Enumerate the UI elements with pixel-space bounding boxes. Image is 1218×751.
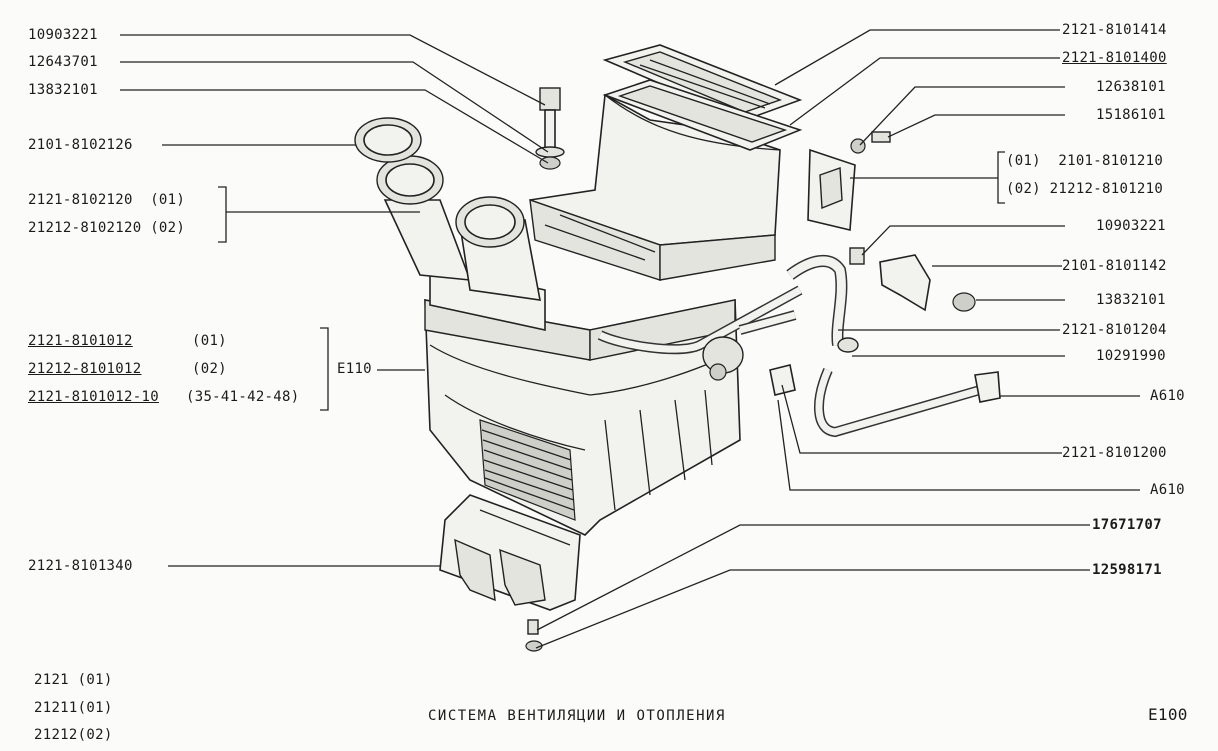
part-10903221-left: 10903221	[28, 27, 98, 43]
part-21212-8101210: (02) 21212-8101210	[1006, 181, 1164, 197]
leader-lines	[120, 29, 1140, 649]
part-21212-8101012: 21212-8101012	[28, 361, 142, 377]
part-2101-8102126: 2101-8102126	[28, 137, 133, 153]
part-21212-8102120: 21212-8102120 (02)	[28, 220, 186, 236]
part-12598171: 12598171	[1092, 562, 1162, 578]
part-2121-8101414: 2121-8101414	[1062, 22, 1167, 38]
part-a610-upper: A610	[1150, 388, 1185, 404]
page-title: СИСТЕМА ВЕНТИЛЯЦИИ И ОТОПЛЕНИЯ	[428, 708, 726, 724]
small-hardware	[807, 131, 976, 312]
page-code: E100	[1148, 705, 1188, 724]
part-2121-8101012-10: 2121-8101012-10	[28, 389, 159, 405]
part-10291990: 10291990	[1096, 348, 1166, 364]
model-21212: 21212(02)	[34, 727, 113, 743]
part-2121-8101400: 2121-8101400	[1062, 50, 1167, 66]
part-2121-8102120: 2121-8102120 (01)	[28, 192, 186, 208]
top-frames	[602, 44, 803, 151]
part-2121-8101340: 2121-8101340	[28, 558, 133, 574]
part-2101-8101210: (01) 2101-8101210	[1006, 153, 1164, 169]
part-a610-lower: A610	[1150, 482, 1185, 498]
part-15186101: 15186101	[1096, 107, 1166, 123]
valve-and-pipes	[597, 255, 1001, 438]
model-21211: 21211(01)	[34, 700, 113, 716]
model-2121: 2121 (01)	[34, 672, 113, 688]
part-12643701: 12643701	[28, 54, 98, 70]
group-code-e110: E110	[337, 361, 372, 377]
part-2121-8101012: 2121-8101012	[28, 333, 133, 349]
part-2121-8101204: 2121-8101204	[1062, 322, 1167, 338]
part-17671707: 17671707	[1092, 517, 1162, 533]
part-2101-8101142: 2101-8101142	[1062, 258, 1167, 274]
variant-02: (02)	[192, 361, 227, 377]
part-10903221-right: 10903221	[1096, 218, 1166, 234]
variant-01: (01)	[192, 333, 227, 349]
part-13832101-left: 13832101	[28, 82, 98, 98]
part-12638101: 12638101	[1096, 79, 1166, 95]
air-ducts	[354, 117, 546, 331]
lower-cover	[439, 494, 581, 652]
part-2121-8101200: 2121-8101200	[1062, 445, 1167, 461]
part-13832101-right: 13832101	[1096, 292, 1166, 308]
top-bolt	[535, 87, 565, 170]
variant-35-41-42-48: (35-41-42-48)	[186, 389, 300, 405]
